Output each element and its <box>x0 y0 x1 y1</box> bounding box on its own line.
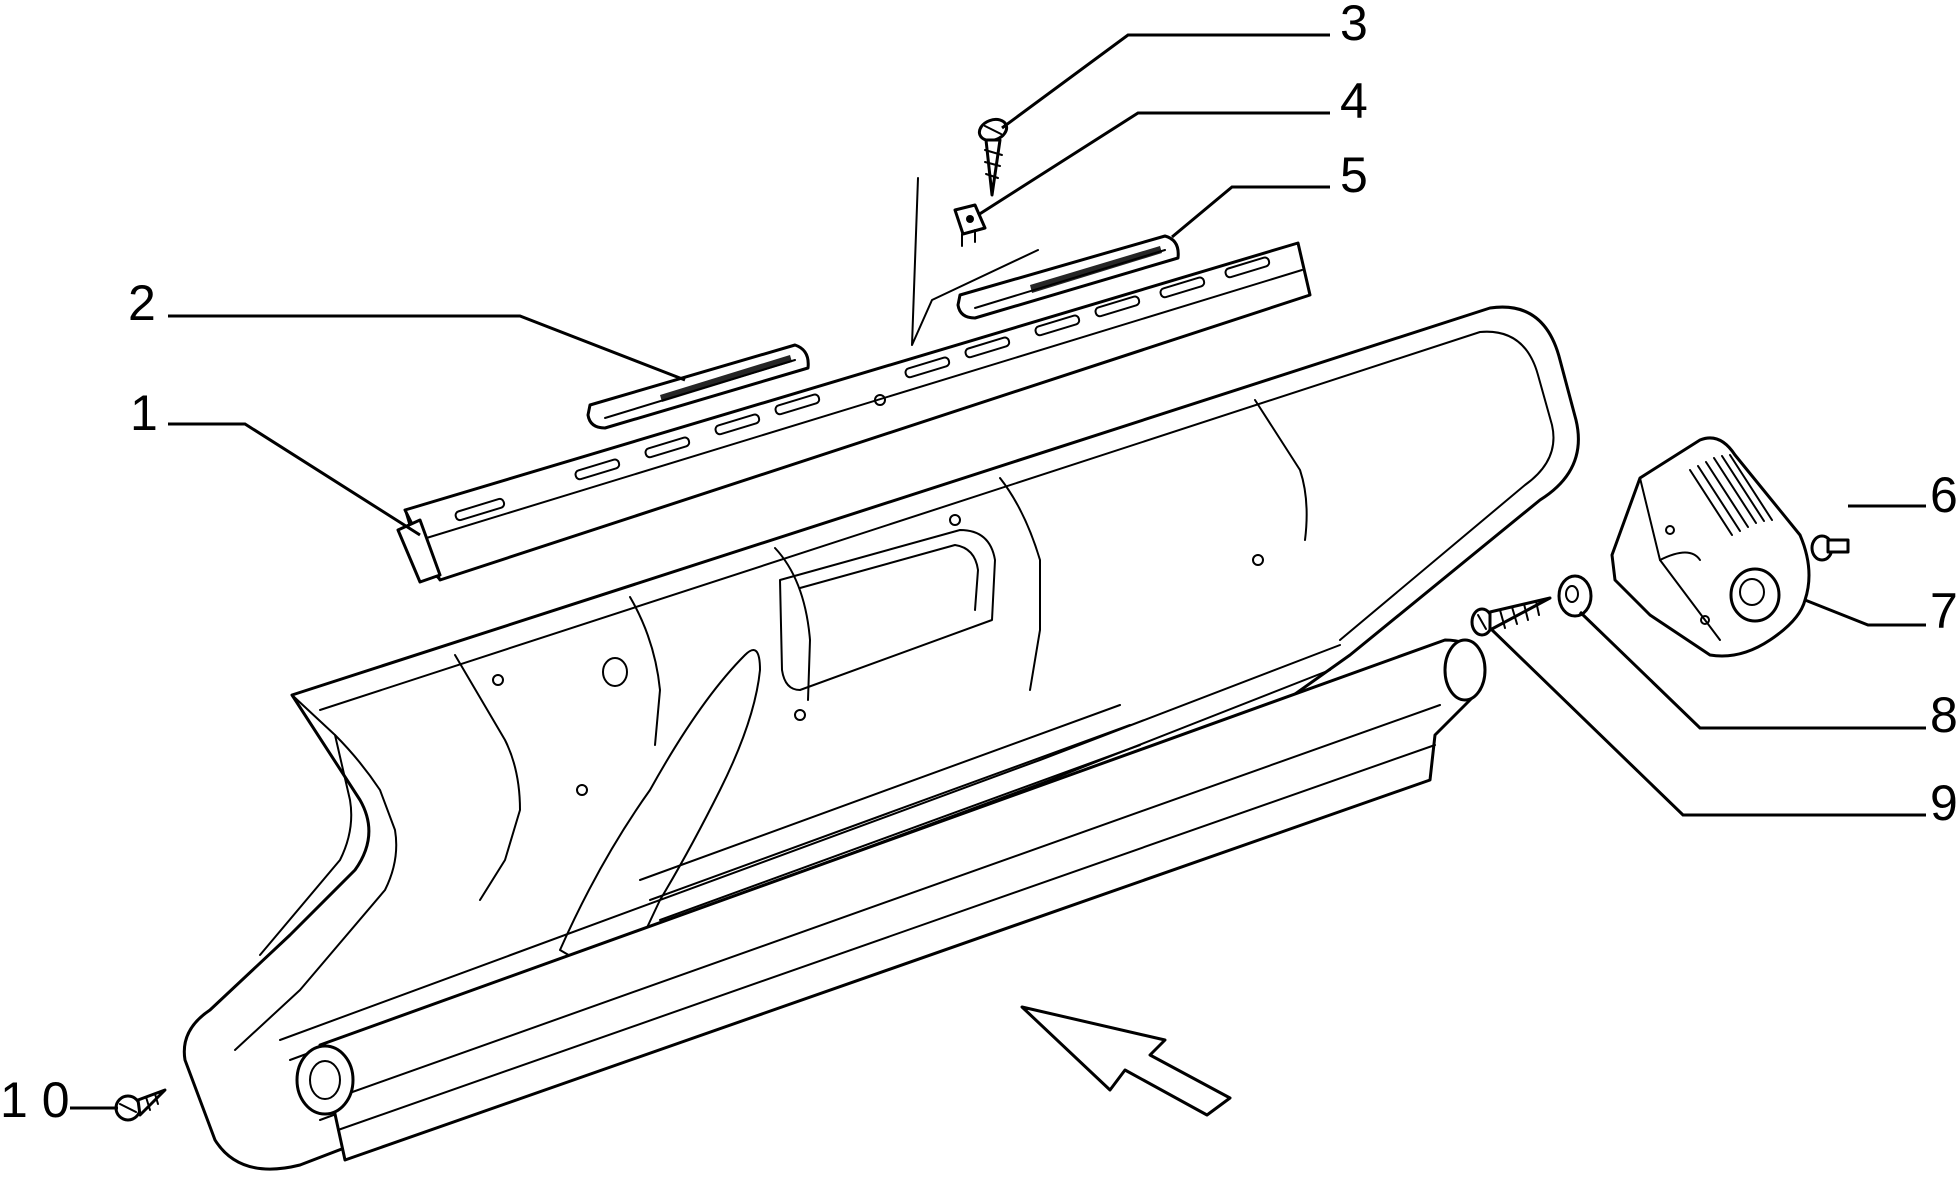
callout-labels: 1 2 3 4 5 6 7 8 9 1 0 <box>0 0 1958 1128</box>
callout-9: 9 <box>1930 775 1958 831</box>
callout-4: 4 <box>1340 73 1368 129</box>
callout-10: 1 0 <box>0 1072 70 1128</box>
part-10-screw <box>114 1088 167 1122</box>
callout-6: 6 <box>1930 467 1958 523</box>
hinge-tube <box>295 638 1487 1162</box>
part-1-hinge-rail <box>396 241 1312 584</box>
callout-3: 3 <box>1340 0 1368 51</box>
part-9-screw <box>1470 596 1552 637</box>
callout-1: 1 <box>130 385 158 441</box>
part-6-screw <box>1810 534 1850 562</box>
callout-2: 2 <box>128 275 156 331</box>
reference-line <box>911 177 1039 346</box>
part-2-latch-plate <box>586 343 810 430</box>
part-7-end-cap <box>1610 436 1811 658</box>
part-4-clip-nut <box>953 203 987 247</box>
callout-7: 7 <box>1930 583 1958 639</box>
callout-8: 8 <box>1930 687 1958 743</box>
part-8-washer <box>1557 574 1593 618</box>
view-direction-arrow <box>1020 1005 1232 1117</box>
callout-5: 5 <box>1340 147 1368 203</box>
part-5-latch-plate <box>956 234 1180 320</box>
leader-lines <box>70 33 1926 1110</box>
